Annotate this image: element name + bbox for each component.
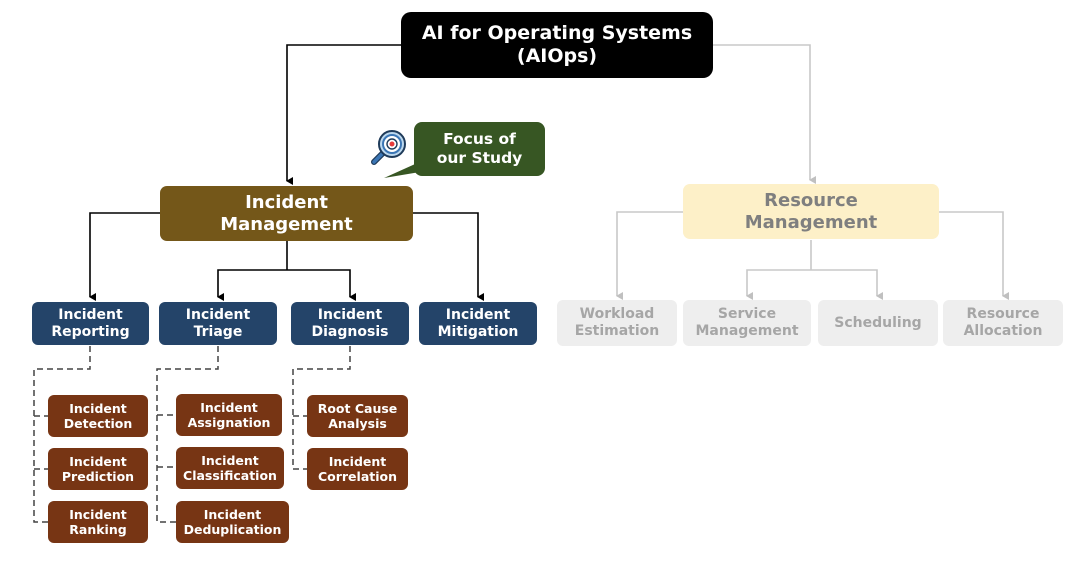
incident-assignation-node: Incident Assignation — [176, 394, 282, 436]
incident-deduplication-node: Incident Deduplication — [176, 501, 289, 543]
connector-root-resource — [713, 44, 816, 184]
connector-im-mitigation — [413, 212, 484, 301]
connector-rm-scheduling — [811, 269, 883, 300]
connector-root-incident — [286, 44, 401, 185]
connector-rm-service — [746, 269, 811, 300]
incident-correlation-node: Incident Correlation — [307, 448, 408, 490]
root-node-aiops: AI for Operating Systems (AIOps) — [401, 12, 713, 78]
dashed-diagnosis-trunk — [292, 346, 351, 470]
incident-detection-node: Incident Detection — [48, 395, 148, 437]
incident-reporting-node: Incident Reporting — [32, 302, 149, 345]
connector-im-triage — [217, 269, 287, 301]
resource-management-node: Resource Management — [683, 184, 939, 239]
service-management-node: Service Management — [683, 300, 811, 346]
resource-allocation-node: Resource Allocation — [943, 300, 1063, 346]
dashed-reporting-trunk — [33, 346, 91, 523]
incident-classification-node: Incident Classification — [176, 447, 284, 489]
connector-im-diagnosis — [287, 269, 356, 301]
incident-prediction-node: Incident Prediction — [48, 448, 148, 490]
incident-diagnosis-node: Incident Diagnosis — [291, 302, 409, 345]
connector-im-reporting — [89, 212, 160, 301]
connector-rm-workload — [616, 211, 683, 300]
magnifier-target-icon — [371, 130, 406, 165]
incident-mitigation-node: Incident Mitigation — [419, 302, 537, 345]
incident-management-node: Incident Management — [160, 186, 413, 241]
root-cause-analysis-node: Root Cause Analysis — [307, 395, 408, 437]
focus-callout: Focus of our Study — [414, 122, 545, 176]
dashed-triage-trunk — [156, 346, 219, 523]
workload-estimation-node: Workload Estimation — [557, 300, 677, 346]
incident-triage-node: Incident Triage — [159, 302, 277, 345]
connector-rm-allocation — [939, 211, 1009, 300]
scheduling-node: Scheduling — [818, 300, 938, 346]
incident-ranking-node: Incident Ranking — [48, 501, 148, 543]
